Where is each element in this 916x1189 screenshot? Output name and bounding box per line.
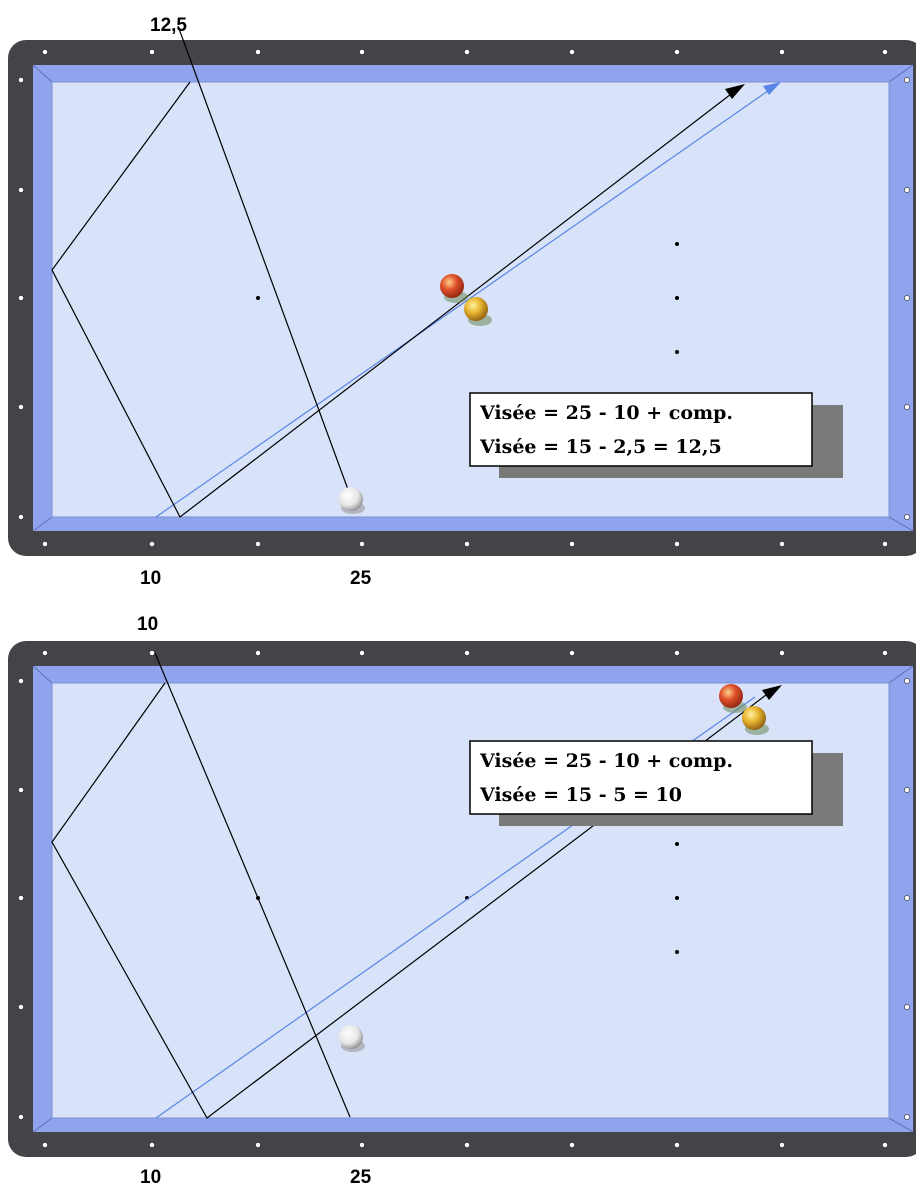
ball-path [51,682,771,1119]
path-arrowhead [725,84,745,99]
top-label: 12,5 [150,15,187,36]
aim-line [154,652,351,1118]
formula-line-2: Visée = 15 - 5 = 10 [479,784,682,806]
top-label: 10 [137,614,158,635]
formula-line-1: Visée = 25 - 10 + comp. [479,402,733,424]
diagram-1: 12,5 [8,15,916,589]
bottom-label-left: 10 [140,568,161,589]
cue-ball [339,1025,365,1052]
spot-dots [256,242,679,354]
guide-arrowhead [763,82,781,95]
bottom-label-right: 25 [350,568,372,589]
ball-path [51,81,736,518]
red-ball [719,684,747,713]
formula-line-1: Visée = 25 - 10 + comp. [479,750,733,772]
diagram-2: 10 [8,614,916,1188]
rail-diamonds [18,49,910,547]
path-arrowhead [762,685,782,700]
formula-line-2: Visée = 15 - 2,5 = 12,5 [479,436,722,458]
formula-box: Visée = 25 - 10 + comp. Visée = 15 - 5 =… [469,740,843,826]
red-ball [440,274,468,303]
guide-line [155,85,776,518]
bottom-label-left: 10 [140,1167,161,1188]
yellow-ball [742,706,769,735]
bottom-label-right: 25 [350,1167,372,1188]
formula-box: Visée = 25 - 10 + comp. Visée = 15 - 2,5… [469,392,843,478]
aim-line [177,25,351,496]
cue-ball [339,487,365,514]
rail-diamonds [18,650,910,1148]
yellow-ball [464,297,492,326]
